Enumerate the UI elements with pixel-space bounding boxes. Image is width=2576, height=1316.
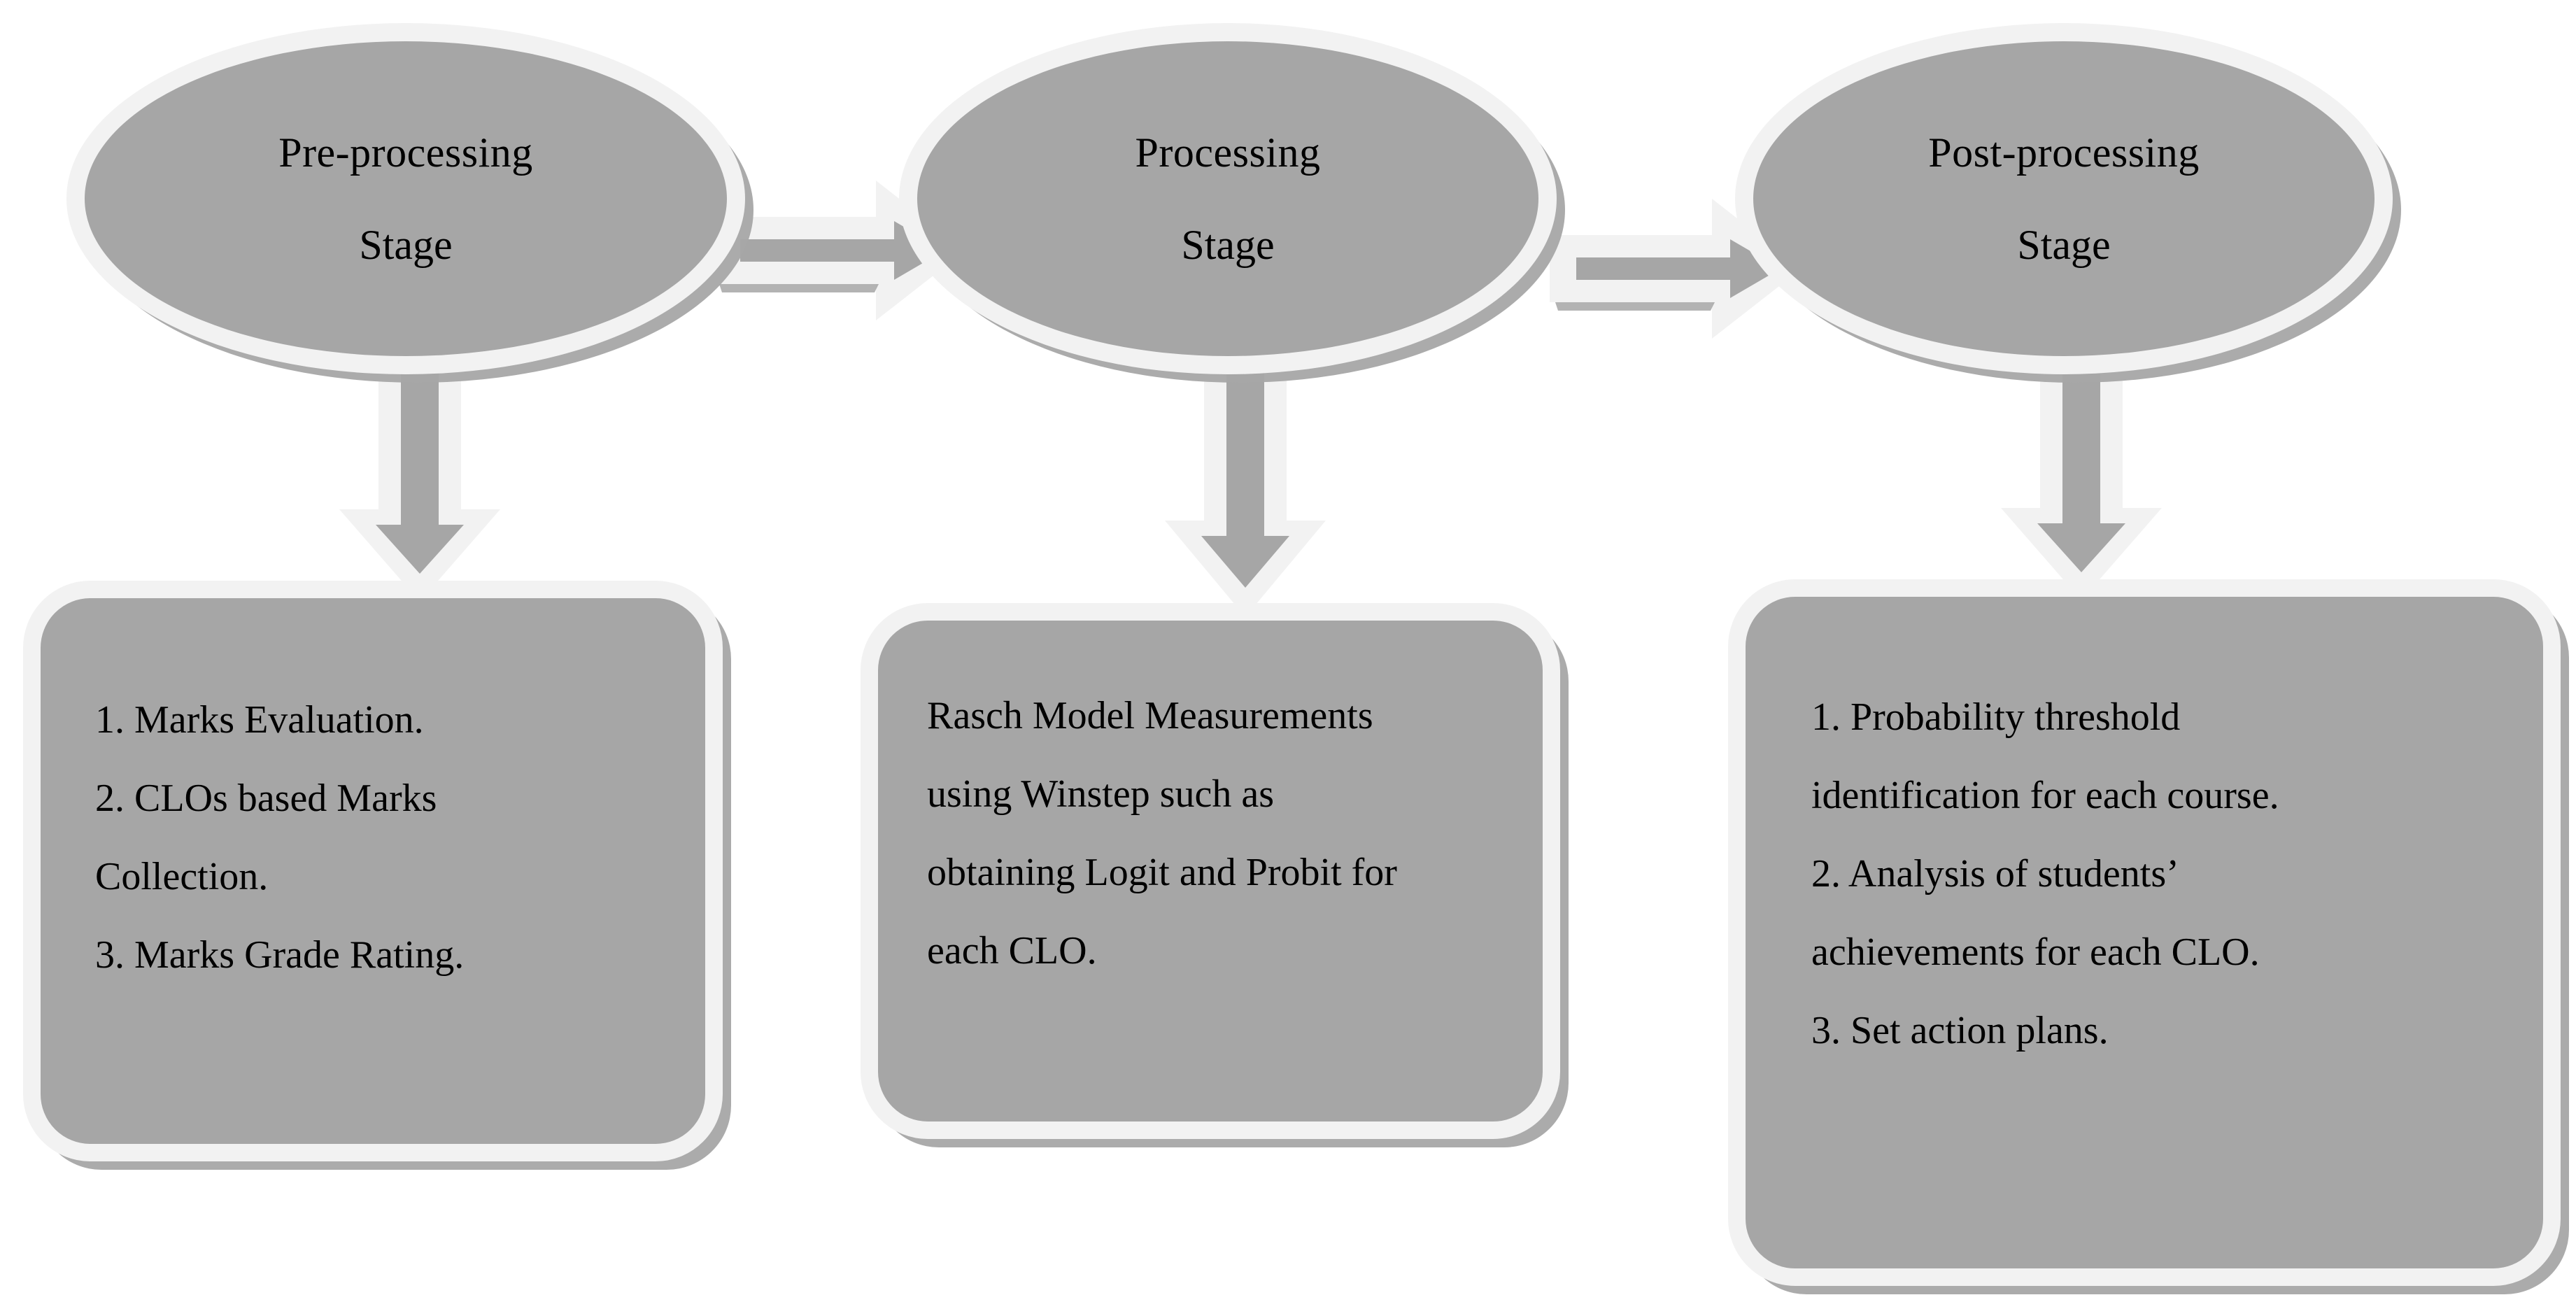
detail-box-text: 1. Probability threshold identification … <box>1811 678 2477 1070</box>
arrow-processing-to-processing-details <box>1165 350 1326 630</box>
detail-line: using Winstep such as <box>927 772 1275 816</box>
detail-line: 3. Set action plans. <box>1811 1009 2109 1052</box>
detail-box-processing[interactable]: Rasch Model Measurements using Winstep s… <box>861 603 1560 1139</box>
detail-line: 1. Probability threshold <box>1811 695 2181 739</box>
detail-line: 1. Marks Evaluation. <box>95 698 424 742</box>
detail-line: each CLO. <box>927 929 1097 972</box>
stage-label-line2: Stage <box>2017 222 2111 268</box>
detail-line: 2. CLOs based Marks <box>95 777 437 820</box>
stage-label-line2: Stage <box>359 222 453 268</box>
stage-ellipse-pre-processing[interactable]: Pre-processing Stage <box>66 23 745 374</box>
arrow-post-to-post-details <box>2001 350 2162 616</box>
detail-line: achievements for each CLO. <box>1811 931 2260 974</box>
detail-box-text: 1. Marks Evaluation. 2. CLOs based Marks… <box>95 681 651 994</box>
stage-label-line1: Post-processing <box>1928 129 2200 176</box>
detail-line: Collection. <box>95 855 269 898</box>
detail-line: Rasch Model Measurements <box>927 694 1373 737</box>
stage-ellipse-post-processing[interactable]: Post-processing Stage <box>1735 23 2393 374</box>
detail-line: obtaining Logit and Probit for <box>927 851 1397 894</box>
arrow-processing-to-post <box>1550 199 1802 339</box>
detail-box-text: Rasch Model Measurements using Winstep s… <box>927 677 1494 990</box>
detail-line: 3. Marks Grade Rating. <box>95 933 465 977</box>
detail-box-pre-processing[interactable]: 1. Marks Evaluation. 2. CLOs based Marks… <box>23 581 723 1161</box>
arrow-pre-to-pre-details <box>339 350 500 616</box>
detail-box-post-processing[interactable]: 1. Probability threshold identification … <box>1728 579 2561 1286</box>
detail-line: identification for each course. <box>1811 774 2279 817</box>
detail-line: 2. Analysis of students’ <box>1811 852 2179 896</box>
stage-label-line1: Pre-processing <box>278 129 533 176</box>
stage-label-line1: Processing <box>1135 129 1321 176</box>
stage-label-line2: Stage <box>1181 222 1275 268</box>
stage-ellipse-processing[interactable]: Processing Stage <box>899 23 1557 374</box>
